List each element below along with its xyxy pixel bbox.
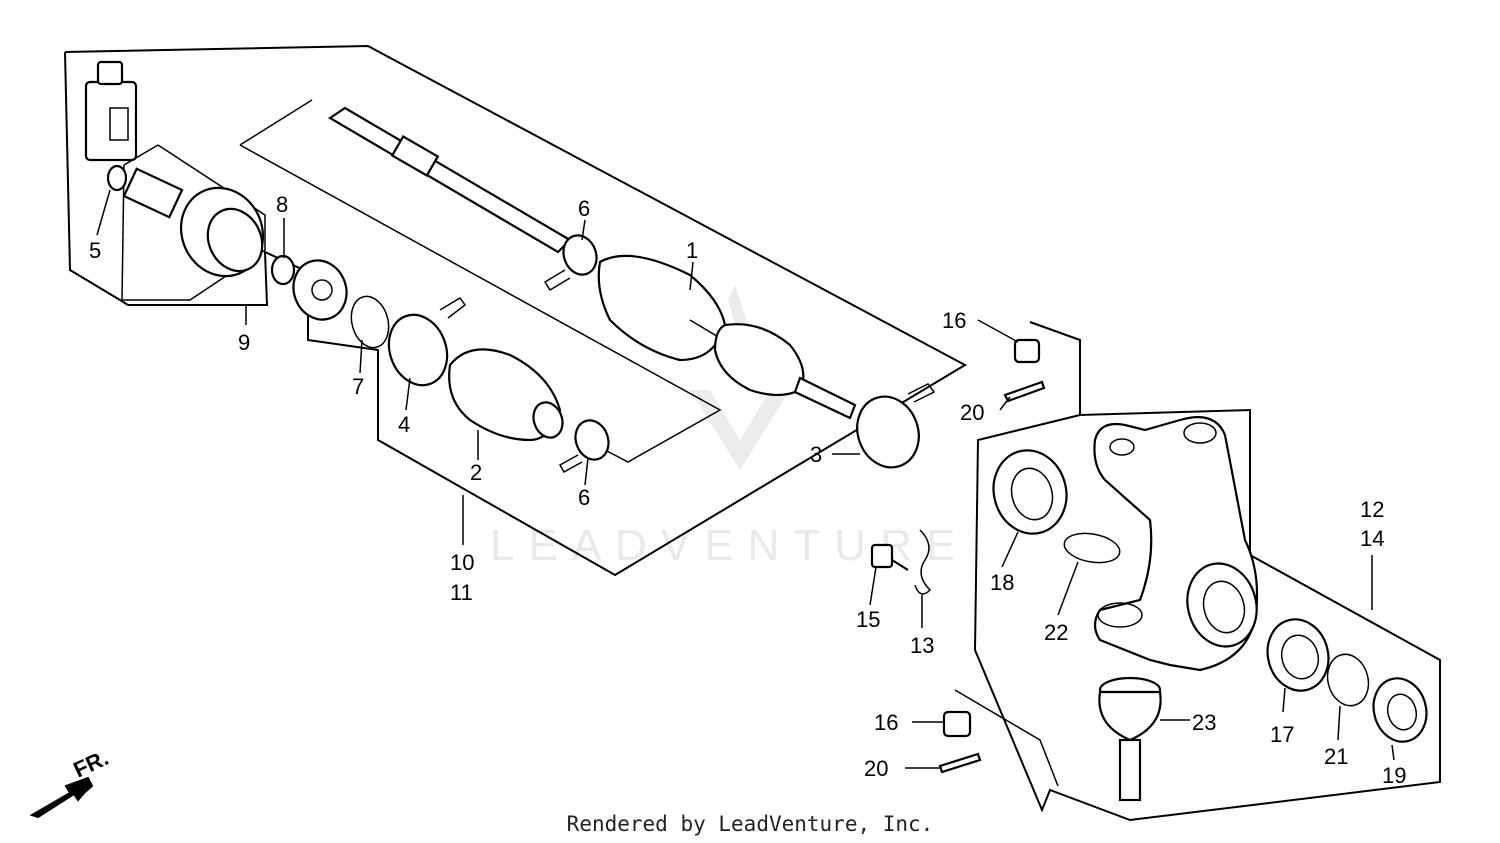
callout-20b: 20 [864,756,888,781]
callout-11: 11 [450,580,473,605]
callout-13: 13 [910,633,934,658]
inner-boot-part-2 [448,348,564,442]
callout-10: 10 [450,550,474,575]
callout-21: 21 [1324,744,1348,769]
ring-part-7 [350,295,390,349]
leader-lines [96,189,1395,769]
boot-band-part-4 [387,297,467,387]
render-credit: Rendered by LeadVenture, Inc. [566,812,934,836]
ball-joint-part-23 [1098,676,1162,802]
callout-23: 23 [1192,710,1216,735]
cotter-pin-part-20a [1003,380,1046,403]
callout-1: 1 [686,238,698,263]
castle-nut-part-16a [1013,338,1041,364]
circlip-part-22 [1063,532,1121,564]
callout-2: 2 [470,460,482,485]
callout-16b: 16 [874,710,898,735]
callout-9: 9 [238,330,250,355]
knuckle-part [1093,416,1259,672]
callout-19: 19 [1382,763,1406,788]
callout-6a: 6 [578,196,590,221]
callout-5: 5 [89,238,101,263]
callout-17: 17 [1270,722,1294,747]
callout-16a: 16 [942,308,966,333]
callout-22: 22 [1044,620,1068,645]
circlip-part-5 [106,164,128,192]
bolt-part-15 [870,543,909,571]
callout-12: 12 [1360,497,1384,522]
callout-7: 7 [352,374,364,399]
drive-shaft-part [327,106,857,420]
callout-14: 14 [1360,526,1384,551]
callout-20a: 20 [960,400,984,425]
bearing-cage-part [292,259,348,321]
callout-6b: 6 [578,485,590,510]
callout-3: 3 [810,442,822,467]
inner-joint-housing-part [122,167,265,278]
callout-8: 8 [276,192,288,217]
boot-band-part-3 [856,383,936,469]
callout-15: 15 [856,607,880,632]
castle-nut-part-16b [942,710,972,738]
oil-seal-part-19 [1372,677,1428,743]
circlip-part-21 [1326,653,1370,707]
clip-part-13 [914,529,932,595]
snap-ring-part-8 [270,254,296,286]
callout-18: 18 [990,570,1014,595]
callout-4: 4 [398,412,410,437]
dust-seal-part-18 [992,449,1068,535]
front-direction-arrow-icon [29,776,94,819]
grease-bottle-part [84,60,138,162]
wheel-bearing-part-17 [1266,618,1330,692]
boot-band-part-6b [558,419,610,474]
cotter-pin-part-20b [938,752,982,774]
front-direction-label: FR. [70,745,113,783]
